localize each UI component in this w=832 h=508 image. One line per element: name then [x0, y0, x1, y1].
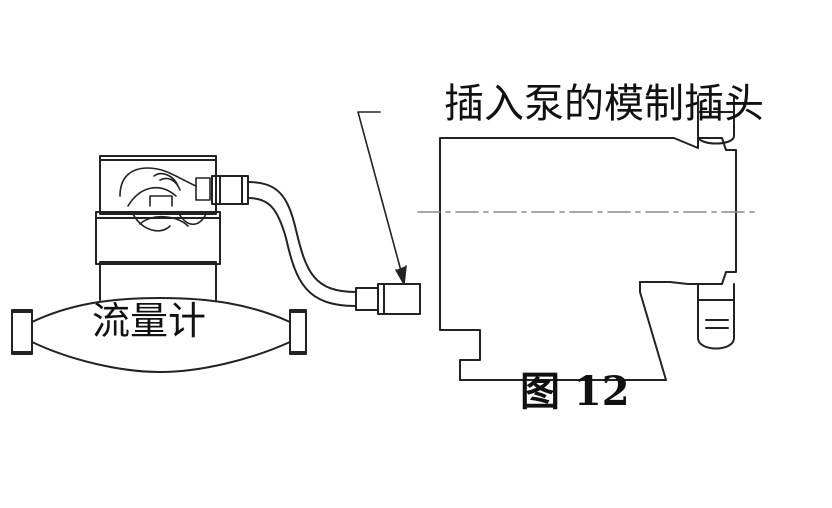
- flow-meter-housing: [95, 155, 221, 301]
- flow-meter-label: 流量计: [92, 299, 207, 343]
- pump-plug-label: 插入泵的模制插头: [444, 81, 764, 127]
- plug-leader-line: [357, 111, 407, 285]
- pump-body: [439, 95, 737, 381]
- flow-meter-body: [11, 297, 307, 373]
- sensor-cable: [211, 175, 357, 307]
- figure-caption: 图 12: [520, 368, 630, 415]
- molded-plug: [355, 283, 421, 315]
- sensor-internals: [119, 167, 211, 232]
